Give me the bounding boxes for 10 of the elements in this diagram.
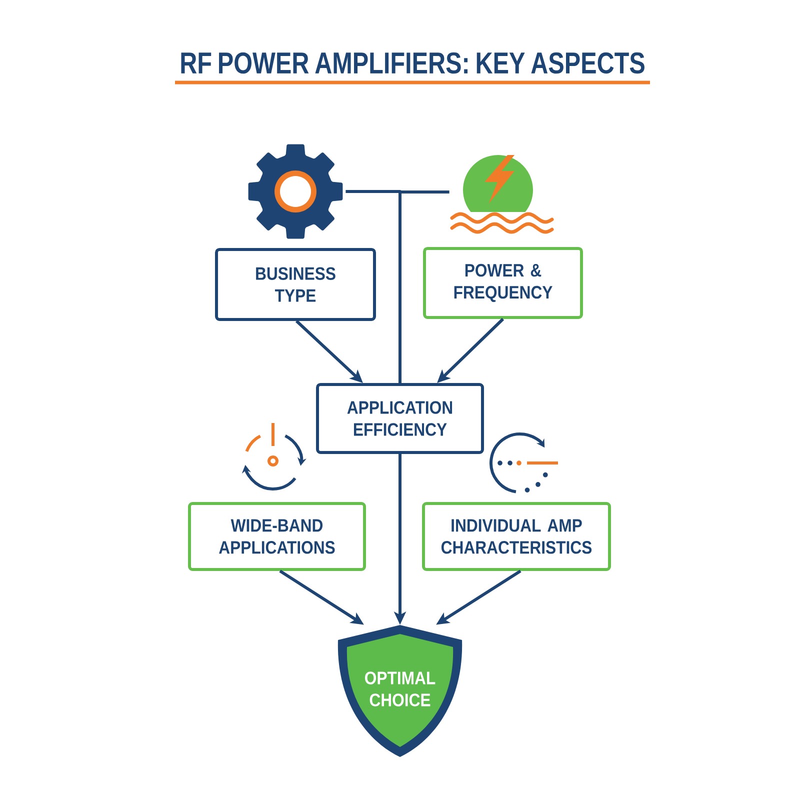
process-box: POWER & FREQUENCY (423, 247, 583, 319)
process-box: WIDE-BAND APPLICATIONS (188, 502, 366, 571)
process-box: BUSINESS TYPE (215, 248, 376, 321)
process-box: APPLICATION EFFICIENCY (316, 383, 484, 454)
shield-badge: OPTIMAL CHOICE (338, 625, 462, 757)
lightning-wave-icon (450, 155, 554, 234)
process-box: INDIVIDUAL AMP CHARACTERISTICS (422, 502, 611, 571)
title: RF POWER AMPLIFIERS: KEY ASPECTS (181, 52, 644, 74)
connector-line (398, 190, 450, 383)
gear-icon (248, 144, 343, 239)
